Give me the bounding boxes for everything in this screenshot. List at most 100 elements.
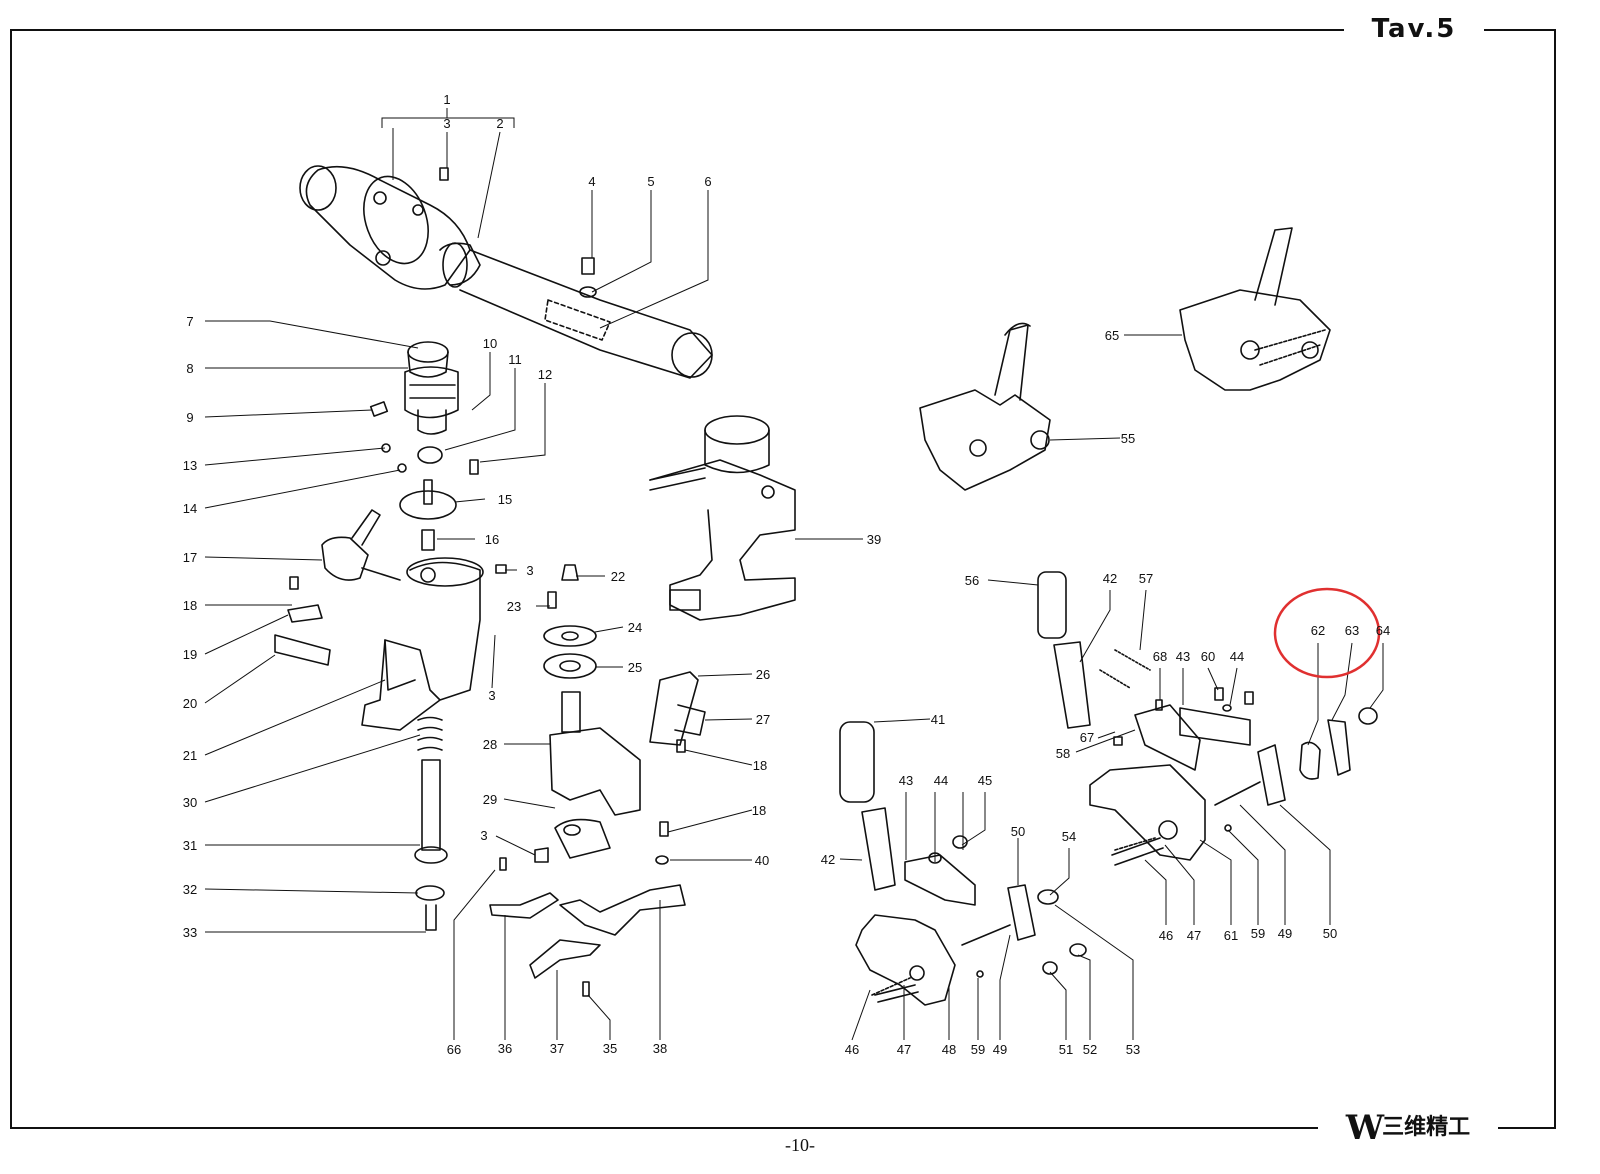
callout-label: 3 (526, 563, 533, 578)
callout-label: 59 (1251, 926, 1265, 941)
callout-label: 48 (942, 1042, 956, 1057)
callout-label: 41 (931, 712, 945, 727)
callout-label: 47 (897, 1042, 911, 1057)
callout-label: 66 (447, 1042, 461, 1057)
callout-label: 54 (1062, 829, 1076, 844)
sheet-title: Tav.5 (1344, 12, 1484, 46)
company-logo: W 三维精工 (1318, 1110, 1498, 1146)
callout-label: 43 (1176, 649, 1190, 664)
callout-label: 19 (183, 647, 197, 662)
callout-label: 39 (867, 532, 881, 547)
callout-label: 36 (498, 1041, 512, 1056)
callout-label: 42 (1103, 571, 1117, 586)
callout-label: 64 (1376, 623, 1390, 638)
callout-label: 3 (480, 828, 487, 843)
small-parts (369, 167, 597, 551)
callout-label: 68 (1153, 649, 1167, 664)
callout-label: 63 (1345, 623, 1359, 638)
callout-label: 23 (507, 599, 521, 614)
callout-label: 3 (443, 116, 450, 131)
callout-label: 14 (183, 501, 197, 516)
callout-label: 40 (755, 853, 769, 868)
callout-label: 46 (845, 1042, 859, 1057)
callout-label: 7 (186, 314, 193, 329)
drawing-frame (10, 29, 1556, 1129)
callout-label: 8 (186, 361, 193, 376)
callout-label: 30 (183, 795, 197, 810)
callout-label: 56 (965, 573, 979, 588)
callout-label: 32 (183, 882, 197, 897)
callout-label: 37 (550, 1041, 564, 1056)
callout-label: 61 (1224, 928, 1238, 943)
callout-label: 67 (1080, 730, 1094, 745)
callout-label: 16 (485, 532, 499, 547)
callout-label: 15 (498, 492, 512, 507)
callout-label: 29 (483, 792, 497, 807)
callout-label: 6 (704, 174, 711, 189)
logo-text: 三维精工 (1382, 1115, 1471, 1140)
callout-label: 46 (1159, 928, 1173, 943)
callout-label: 42 (821, 852, 835, 867)
logo-mark: W (1345, 1108, 1384, 1148)
callout-label: 31 (183, 838, 197, 853)
repeated-callout-labels: 3 3 3 18 18 42 43 44 46 47 49 50 59 (480, 563, 1337, 943)
callout-label: 25 (628, 660, 642, 675)
callout-label: 35 (603, 1041, 617, 1056)
bracket-part (649, 671, 706, 746)
springs-and-screws (274, 564, 1254, 997)
callout-label: 53 (1126, 1042, 1140, 1057)
plate-parts (489, 884, 686, 979)
callout-label: 47 (1187, 928, 1201, 943)
callout-label: 13 (183, 458, 197, 473)
lever-part (321, 509, 401, 581)
callout-label: 26 (756, 667, 770, 682)
callout-label: 20 (183, 696, 197, 711)
callout-label: 11 (508, 352, 522, 367)
page-number: -10- (785, 1135, 815, 1155)
callout-label: 50 (1323, 926, 1337, 941)
callout-label: 58 (1056, 746, 1070, 761)
callout-label: 51 (1059, 1042, 1073, 1057)
callout-label: 65 (1105, 328, 1119, 343)
callout-label: 60 (1201, 649, 1215, 664)
callout-label: 4 (588, 174, 595, 189)
callout-labels: 1 2 3 4 5 6 7 8 9 10 11 12 13 14 15 16 1… (183, 92, 1390, 1057)
callout-label: 59 (971, 1042, 985, 1057)
center-column-parts (543, 564, 641, 859)
callout-label: 18 (753, 758, 767, 773)
callout-label: 12 (538, 367, 552, 382)
presser-body-part (361, 557, 484, 731)
assembly-65 (1179, 227, 1331, 391)
spring-rod-part (414, 716, 448, 931)
callout-label: 17 (183, 550, 197, 565)
callout-label: 18 (183, 598, 197, 613)
callout-label: 52 (1083, 1042, 1097, 1057)
callout-label: 49 (1278, 926, 1292, 941)
callout-label: 50 (1011, 824, 1025, 839)
column-assembly-39 (649, 415, 796, 621)
knob-part (404, 341, 459, 435)
callout-label: 1 (443, 92, 450, 107)
cylinder-parts (839, 571, 1091, 891)
callout-label: 49 (993, 1042, 1007, 1057)
callout-label: 43 (899, 773, 913, 788)
callout-label: 28 (483, 737, 497, 752)
callout-label: 21 (183, 748, 197, 763)
callout-label: 3 (488, 688, 495, 703)
callout-label: 62 (1311, 623, 1325, 638)
callout-label: 44 (1230, 649, 1244, 664)
lower-left-assembly (855, 835, 1087, 1006)
callout-label: 2 (496, 116, 503, 131)
callout-label: 9 (186, 410, 193, 425)
callout-label: 10 (483, 336, 497, 351)
lower-right-assembly (1089, 704, 1378, 866)
callout-label: 38 (653, 1041, 667, 1056)
leader-lines (204, 108, 1384, 1041)
callout-label: 27 (756, 712, 770, 727)
callout-label: 18 (752, 803, 766, 818)
main-arm-part (299, 165, 713, 379)
assembly-55 (919, 322, 1051, 491)
callout-label: 22 (611, 569, 625, 584)
callout-label: 5 (647, 174, 654, 189)
